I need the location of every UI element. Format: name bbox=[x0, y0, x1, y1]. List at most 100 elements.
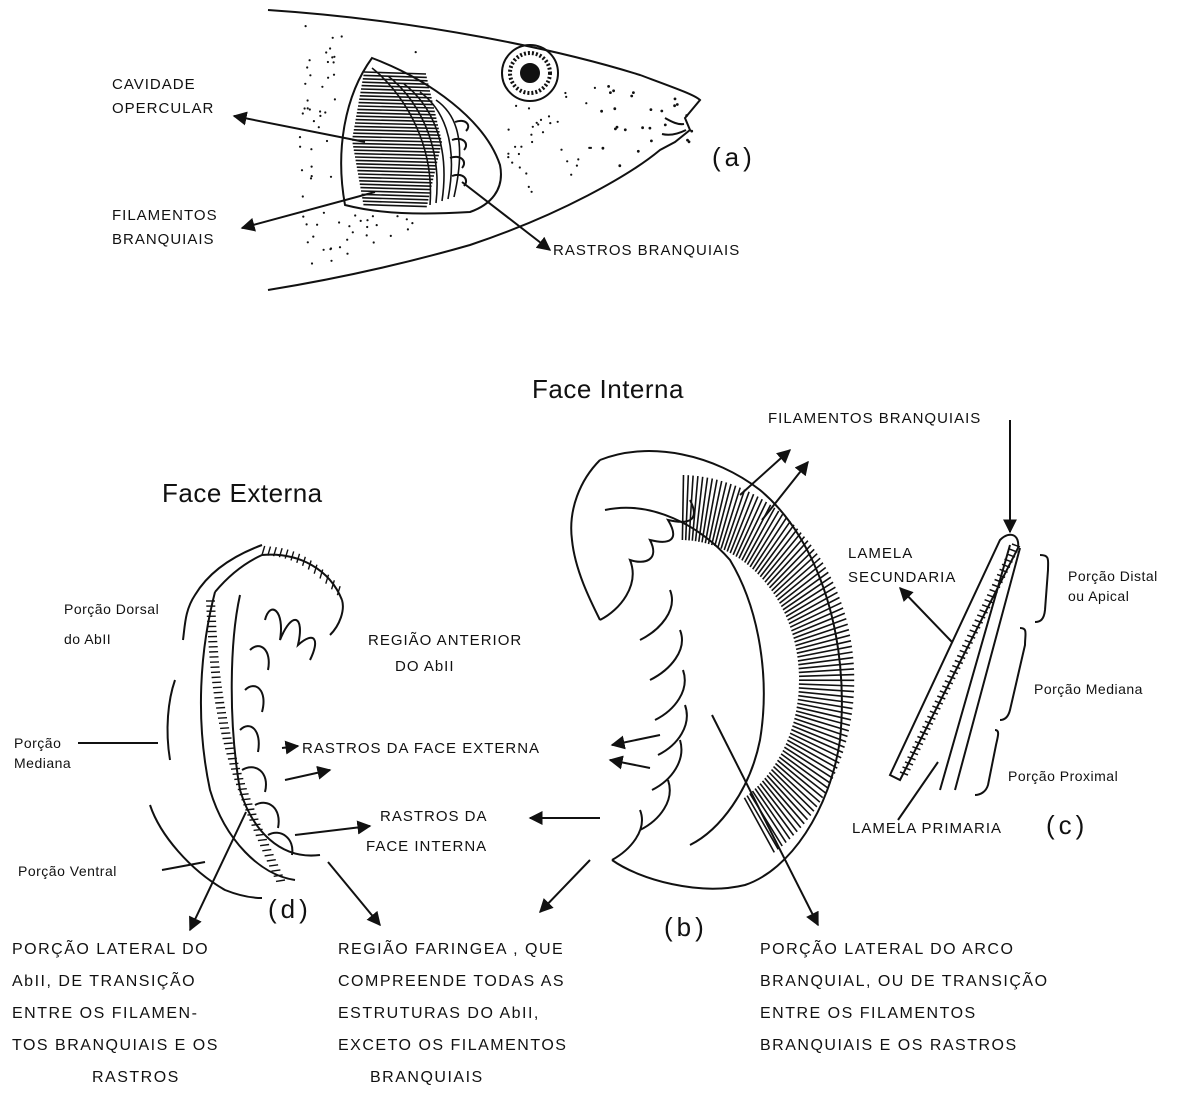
stipple-dot bbox=[507, 153, 509, 155]
gill-filament-stroke bbox=[362, 82, 428, 84]
filament-d-tick bbox=[262, 546, 265, 555]
filament-b-line bbox=[758, 525, 794, 574]
label-lamela-primaria: LAMELA PRIMARIA bbox=[852, 818, 1002, 840]
filament-d-tick bbox=[249, 819, 258, 820]
stipple-dot bbox=[576, 165, 578, 167]
label-rastros-face-interna-line1: RASTROS DA bbox=[380, 806, 488, 828]
caption-center-line-4: EXCETO OS FILAMENTOS bbox=[338, 1030, 618, 1062]
caption-porcao-lateral-abii: PORÇÃO LATERAL DO AbII, DE TRANSIÇÃO ENT… bbox=[12, 934, 282, 1094]
filament-b-line bbox=[763, 781, 801, 828]
stipple-dot bbox=[339, 246, 341, 248]
stipple-dot bbox=[323, 212, 325, 214]
stipple-dot bbox=[311, 175, 313, 177]
stipple-dot bbox=[310, 177, 312, 179]
filament-b-line bbox=[767, 775, 807, 819]
caption-porcao-lateral-arco: PORÇÃO LATERAL DO ARCO BRANQUIAL, OU DE … bbox=[760, 934, 1080, 1062]
label-regiao-anterior-line2: DO AbII bbox=[395, 656, 455, 678]
filament-d-tick bbox=[217, 713, 226, 714]
stipple-dot bbox=[528, 107, 530, 109]
stipple-dot bbox=[352, 231, 354, 233]
label-porcao-mediana-d-line1: Porção bbox=[14, 732, 61, 754]
rakers-b bbox=[600, 500, 694, 860]
stipple-dot bbox=[332, 37, 334, 39]
stipple-dot bbox=[327, 61, 329, 63]
stipple-dot bbox=[407, 228, 409, 230]
gill-filament-stroke bbox=[358, 106, 434, 108]
label-rastros-face-interna-line2: FACE INTERNA bbox=[366, 836, 487, 858]
filament-d-tick bbox=[265, 855, 274, 856]
stipple-dot bbox=[309, 59, 311, 61]
gill-filament-stroke bbox=[360, 188, 430, 190]
label-porcao-dorsal-line1: Porção Dorsal bbox=[64, 598, 159, 620]
stipple-dot bbox=[321, 86, 323, 88]
stipple-dot bbox=[373, 241, 375, 243]
stipple-dot bbox=[664, 124, 667, 127]
filament-d-tick bbox=[221, 733, 230, 734]
filament-d-tick bbox=[267, 860, 276, 861]
filament-b-line bbox=[763, 533, 801, 580]
filament-b-line bbox=[793, 613, 845, 634]
gill-filament-stroke bbox=[363, 75, 426, 77]
filament-detail-c bbox=[890, 420, 1048, 820]
gill-filament-stroke bbox=[359, 177, 434, 179]
gill-filament-stroke bbox=[358, 174, 434, 176]
stipple-dot bbox=[565, 96, 567, 98]
stipple-dot bbox=[564, 92, 566, 94]
gill-filament-stroke bbox=[356, 164, 436, 166]
filament-b-line bbox=[721, 488, 740, 549]
stipple-dot bbox=[515, 105, 517, 107]
caption-center-line-3: ESTRUTURAS DO AbII, bbox=[338, 998, 618, 1030]
arrows-a bbox=[234, 116, 550, 250]
gill-filament-stroke bbox=[364, 72, 426, 74]
stipple-dot bbox=[302, 112, 304, 114]
stipple-dot bbox=[333, 61, 335, 63]
stipple-dot bbox=[676, 103, 679, 106]
caption-center-line-2: COMPREENDE TODAS AS bbox=[338, 966, 618, 998]
gill-filament-stroke bbox=[357, 167, 436, 169]
stipple-dot bbox=[531, 141, 533, 143]
label-lamela-sec-line2: SECUNDARIA bbox=[848, 567, 956, 589]
stipple-dot bbox=[600, 110, 603, 113]
filament-d-tick bbox=[245, 809, 254, 810]
stipple-dot bbox=[346, 253, 348, 255]
label-regiao-anterior-line1: REGIÃO ANTERIOR bbox=[368, 630, 522, 652]
stipple-dot bbox=[613, 107, 616, 110]
filament-d-tick bbox=[276, 880, 285, 881]
stipple-dot bbox=[304, 83, 306, 85]
stipple-dot bbox=[396, 215, 398, 217]
stipple-dot bbox=[325, 51, 327, 53]
panel-d-tag: (d) bbox=[268, 898, 312, 920]
stipple-dot bbox=[309, 108, 311, 110]
stipple-dot bbox=[566, 160, 568, 162]
filament-b-line bbox=[799, 684, 854, 686]
stipple-dot bbox=[299, 136, 301, 138]
gill-filament-stroke bbox=[356, 120, 438, 122]
stipple-dot bbox=[376, 224, 378, 226]
gill-filament-stroke bbox=[357, 109, 434, 111]
label-porcao-distal-line2: ou Apical bbox=[1068, 585, 1129, 607]
filament-b-line bbox=[769, 773, 811, 816]
caption-b-line-4: BRANQUIAIS E OS RASTROS bbox=[760, 1030, 1080, 1062]
stipple-dot bbox=[609, 91, 612, 94]
stipple-dot bbox=[307, 241, 309, 243]
stipple-dot bbox=[531, 191, 533, 193]
stipple-dot bbox=[528, 186, 530, 188]
stipple-dot bbox=[602, 147, 605, 150]
stipple-dot bbox=[624, 128, 627, 131]
stipple-dot bbox=[341, 35, 343, 37]
stipple-dot bbox=[537, 123, 539, 125]
filament-d-tick bbox=[213, 687, 222, 688]
gill-filament-stroke bbox=[352, 140, 442, 142]
filament-b-line bbox=[767, 541, 808, 585]
stipple-dot bbox=[316, 224, 318, 226]
stipple-dot bbox=[674, 98, 677, 101]
stipple-dot bbox=[518, 153, 520, 155]
stipple-dot bbox=[690, 130, 693, 133]
stipple-dot bbox=[304, 107, 306, 109]
filament-b-line bbox=[799, 688, 854, 692]
stipple-dot bbox=[366, 226, 368, 228]
filament-b-line bbox=[799, 675, 854, 677]
stipple-dot bbox=[311, 262, 313, 264]
gill-filament-stroke bbox=[357, 171, 434, 173]
